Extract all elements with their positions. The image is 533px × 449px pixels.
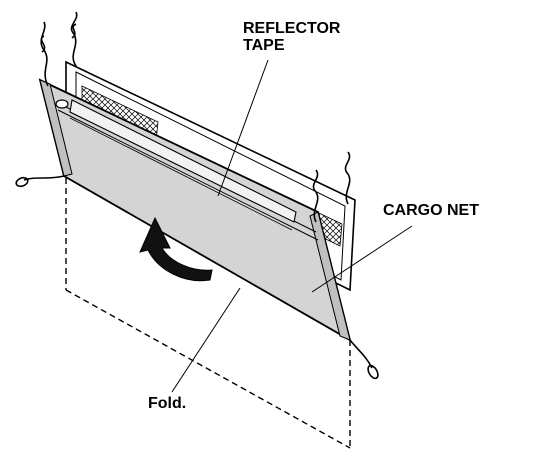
- cord-bottom-right: [349, 339, 379, 380]
- fold-arrow: [139, 216, 213, 282]
- leader-fold: [171, 287, 241, 393]
- corner-grommet-left: [55, 99, 69, 109]
- hook-top-center: [70, 11, 78, 67]
- fold-label: Fold.: [148, 395, 187, 412]
- reflector-tape-label: REFLECTOR TAPE: [243, 20, 340, 54]
- hook-right-rear: [344, 151, 351, 205]
- hook-right-front: [312, 169, 319, 223]
- leader-reflector-tape: [217, 59, 269, 197]
- cord-left: [15, 175, 65, 188]
- cargo-net-label: CARGO NET: [383, 202, 479, 219]
- fold-outline-dashed: [65, 178, 351, 449]
- leader-lines: [171, 59, 413, 393]
- cargo-net-panel: [38, 78, 352, 342]
- hook-top-left: [40, 21, 49, 87]
- reflector-tape-label-line2: TAPE: [243, 37, 285, 54]
- upper-hooks: [40, 11, 351, 223]
- leader-cargo-net: [311, 225, 413, 293]
- reflector-tape-label-line1: REFLECTOR: [243, 20, 341, 37]
- side-cords: [15, 175, 379, 380]
- reflector-tape: [69, 99, 297, 223]
